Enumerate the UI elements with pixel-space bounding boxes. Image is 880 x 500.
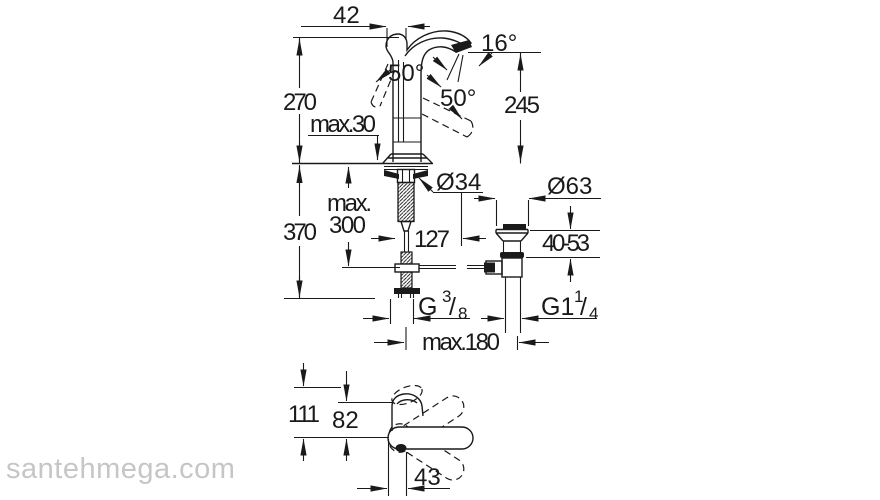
supply-hose-tails	[397, 294, 415, 298]
aerator-tip	[451, 40, 472, 53]
thread-supply-base: G	[418, 293, 437, 321]
shank-taper	[400, 220, 412, 232]
dim-127-label: 127	[414, 226, 450, 253]
dim-42-label: 42	[333, 2, 360, 29]
dim-82-label: 82	[332, 407, 359, 434]
linkage-connector-block	[484, 262, 495, 273]
handle-plan-outline	[391, 393, 424, 431]
faucet-body-outline	[385, 30, 473, 162]
drain-flange	[495, 228, 529, 242]
drain-neck	[502, 241, 522, 252]
max-30-label: max.30	[310, 111, 376, 138]
handle-swing-right-dashed	[421, 97, 474, 138]
range-40-53-label: 40-53	[542, 230, 590, 257]
escutcheon-base	[382, 153, 433, 164]
thread-drain-numerator: 1	[574, 287, 583, 306]
spout-swivel-up-dashed	[388, 395, 465, 453]
lever-raised-dashed	[391, 384, 423, 406]
rod-sleeve-upper	[400, 251, 413, 265]
thread-supply-numerator: 3	[442, 287, 451, 306]
horizontal-linkage-rod	[419, 264, 485, 270]
thread-supply-slash: /	[449, 293, 456, 321]
water-stream-lines	[446, 53, 464, 83]
dia-63-label: Ø63	[547, 173, 592, 200]
front-view-dimensions: 42 270 370 245 max.30 16° 50° 50° max.	[283, 2, 601, 356]
watermark: santehmega.com	[6, 453, 235, 485]
dim-270-label: 270	[283, 89, 317, 116]
dim-370-label: 370	[283, 219, 317, 246]
drain-o-ring	[500, 252, 524, 258]
bracket-wedge-left	[384, 170, 399, 179]
thread-drain-denominator: 4	[589, 304, 598, 323]
angle-16-label: 16°	[481, 30, 517, 57]
max-180-label: max.180	[422, 329, 500, 356]
body-joint-lines	[393, 117, 421, 143]
threaded-shank	[397, 181, 415, 223]
drain-body	[501, 257, 523, 278]
drain-tail-pipe	[504, 277, 522, 333]
max-300-label-line1: max.	[327, 190, 372, 217]
drain-push-cap	[503, 224, 526, 229]
hose-collar	[394, 288, 420, 294]
faucet-front-view	[370, 30, 474, 164]
thread-drain-base: G1	[541, 293, 574, 321]
dim-43-label: 43	[414, 464, 441, 491]
dim-245-label: 245	[504, 92, 540, 119]
angle-50-handle-label: 50°	[388, 60, 424, 87]
spout-plan-outline	[387, 426, 474, 450]
bracket-wedge-right	[413, 170, 428, 179]
mounting-nut	[396, 168, 416, 184]
dia-34-label: Ø34	[436, 169, 481, 196]
mounting-assembly	[384, 165, 485, 298]
cartridge-lines	[397, 60, 405, 142]
max-300-label-line2: 300	[329, 212, 366, 239]
aerator-plan-mark	[395, 444, 407, 452]
dim-111-label: 111	[288, 401, 320, 428]
nut-facets	[401, 169, 411, 183]
thread-supply-denominator: 8	[458, 304, 467, 323]
angle-50-spout-label: 50°	[440, 85, 476, 112]
thread-drain-slash: /	[580, 293, 587, 321]
rod-sleeve-lower	[400, 271, 413, 289]
drain-assembly	[484, 224, 529, 333]
spout-swivel-down-dashed	[388, 423, 465, 481]
pop-up-rod	[403, 231, 410, 252]
faucet-top-view: 111 82 43	[288, 363, 474, 496]
